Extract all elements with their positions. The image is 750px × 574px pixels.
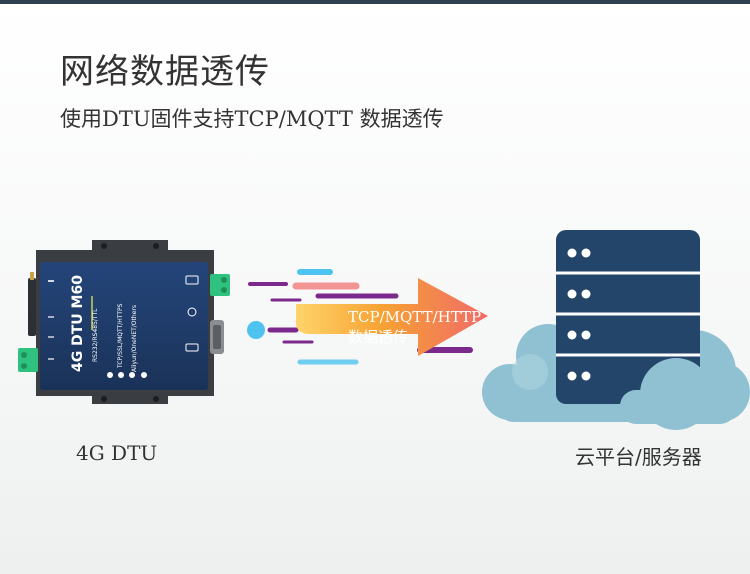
arrow-shape: [295, 278, 488, 356]
data-arrow: TCP/MQTT/HTTP 数据透传: [247, 269, 488, 365]
antenna-icon: [28, 278, 36, 336]
arrow-label: 数据透传: [348, 328, 408, 346]
status-led: [118, 372, 124, 378]
dtu-spec-label: RS232/RS485/TTL: [92, 308, 99, 362]
sim-slot-icon: [185, 275, 199, 285]
dtu-cloud-label: Aliyun/OneNET/Others: [131, 305, 138, 372]
dtu-body: [40, 262, 208, 390]
page-title: 网络数据透传: [60, 52, 270, 92]
dtu-caption: 4G DTU: [76, 441, 158, 465]
page-subtitle: 使用DTU固件支持TCP/MQTT 数据透传: [60, 107, 444, 131]
header-bar: [0, 0, 750, 4]
dtu-model-label: 4G DTU M60: [70, 275, 86, 372]
dtu-device: 4G DTU M60 RS232/RS485/TTL TCP/SSL/MQTT/…: [18, 240, 230, 404]
reload-icon: [187, 307, 197, 317]
status-led: [107, 372, 113, 378]
usb-port-icon: [185, 343, 199, 352]
cloud-server: [482, 230, 750, 430]
terminal-block-left: [18, 348, 38, 372]
status-led: [141, 372, 147, 378]
arrow-protocols-label: TCP/MQTT/HTTP: [348, 308, 481, 326]
cloud-caption: 云平台/服务器: [575, 445, 702, 469]
terminal-block-right: [210, 274, 230, 296]
dtu-protocol-label: TCP/SSL/MQTT/HTTPS: [117, 303, 124, 369]
status-led: [129, 372, 135, 378]
